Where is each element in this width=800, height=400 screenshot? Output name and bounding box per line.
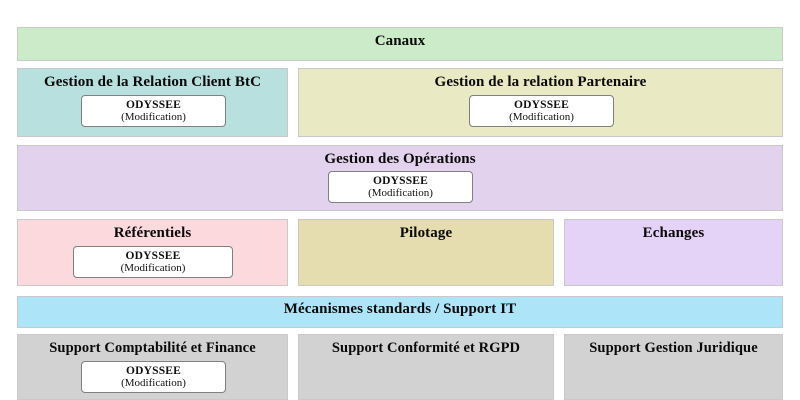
block-pilotage[interactable]: Pilotage xyxy=(298,219,554,286)
block-canaux-label: Canaux xyxy=(374,33,426,49)
app-badge-state: (Modification) xyxy=(368,187,433,200)
block-support-conformite-rgpd-label: Support Conformité et RGPD xyxy=(331,340,521,356)
app-badge-name: ODYSSEE xyxy=(125,98,182,111)
app-badge-odyssee[interactable]: ODYSSEE (Modification) xyxy=(328,171,473,203)
block-mecanismes-standards-support-it-label: Mécanismes standards / Support IT xyxy=(283,301,517,317)
block-gestion-relation-client-btc-label: Gestion de la Relation Client BtC xyxy=(43,74,262,90)
app-badge-odyssee[interactable]: ODYSSEE (Modification) xyxy=(73,246,233,278)
block-gestion-relation-partenaire[interactable]: Gestion de la relation Partenaire ODYSSE… xyxy=(298,68,783,137)
app-badge-name: ODYSSEE xyxy=(125,249,181,262)
app-badge-name: ODYSSEE xyxy=(372,174,429,187)
block-gestion-relation-client-btc[interactable]: Gestion de la Relation Client BtC ODYSSE… xyxy=(17,68,288,137)
app-badge-state: (Modification) xyxy=(509,111,574,124)
block-referentiels-label: Référentiels xyxy=(113,225,192,241)
app-badge-odyssee[interactable]: ODYSSEE (Modification) xyxy=(81,361,226,393)
app-badge-odyssee[interactable]: ODYSSEE (Modification) xyxy=(81,95,226,127)
app-badge-odyssee[interactable]: ODYSSEE (Modification) xyxy=(469,95,614,127)
app-badge-state: (Modification) xyxy=(121,111,186,124)
block-gestion-des-operations-label: Gestion des Opérations xyxy=(324,151,476,167)
block-echanges-label: Echanges xyxy=(642,225,705,241)
block-support-conformite-rgpd[interactable]: Support Conformité et RGPD xyxy=(298,334,554,400)
block-support-comptabilite-finance-label: Support Comptabilité et Finance xyxy=(49,340,256,356)
block-gestion-relation-partenaire-label: Gestion de la relation Partenaire xyxy=(434,74,647,90)
block-echanges[interactable]: Echanges xyxy=(564,219,783,286)
block-support-gestion-juridique-label: Support Gestion Juridique xyxy=(589,340,758,356)
app-badge-state: (Modification) xyxy=(121,377,186,390)
app-badge-name: ODYSSEE xyxy=(125,364,182,377)
app-badge-name: ODYSSEE xyxy=(513,98,570,111)
block-support-gestion-juridique[interactable]: Support Gestion Juridique xyxy=(564,334,783,400)
app-badge-state: (Modification) xyxy=(120,262,186,275)
block-support-comptabilite-finance[interactable]: Support Comptabilité et Finance ODYSSEE … xyxy=(17,334,288,400)
block-pilotage-label: Pilotage xyxy=(399,225,453,241)
block-referentiels[interactable]: Référentiels ODYSSEE (Modification) xyxy=(17,219,288,286)
block-gestion-des-operations[interactable]: Gestion des Opérations ODYSSEE (Modifica… xyxy=(17,145,783,211)
block-canaux[interactable]: Canaux xyxy=(17,27,783,61)
block-mecanismes-standards-support-it[interactable]: Mécanismes standards / Support IT xyxy=(17,296,783,328)
